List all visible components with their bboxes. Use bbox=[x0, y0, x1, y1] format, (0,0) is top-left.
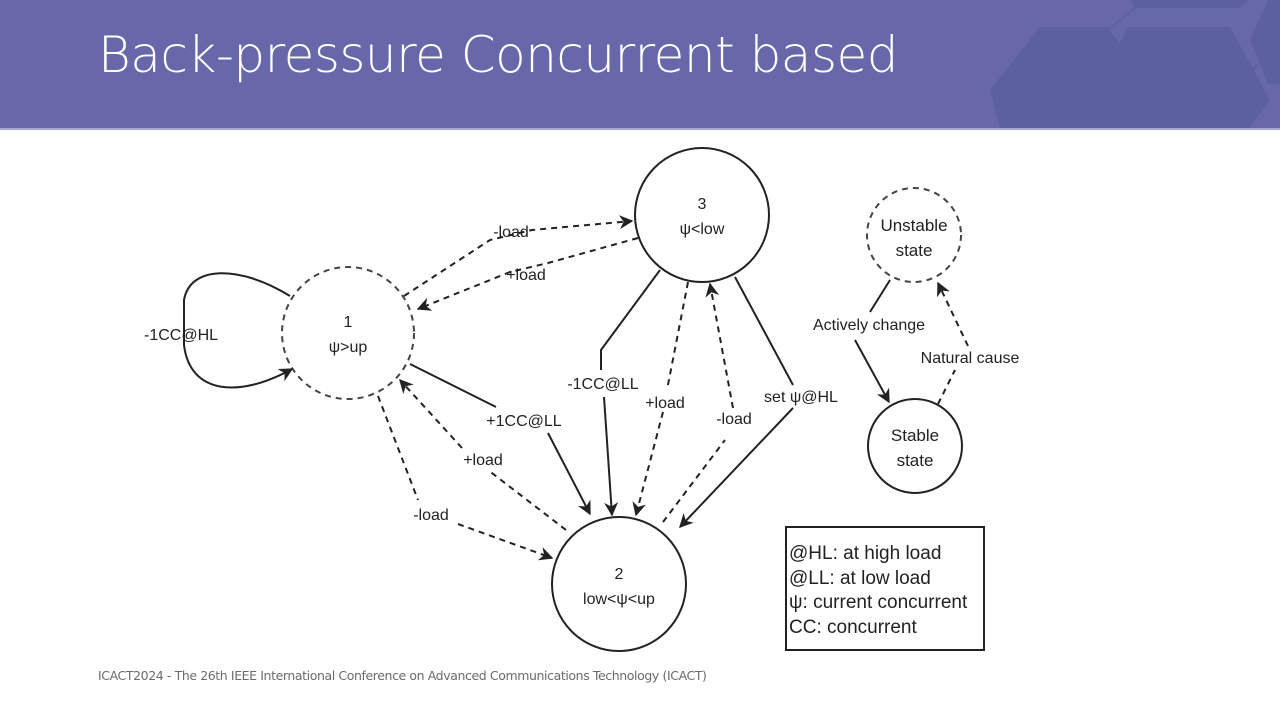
transition-actively-change bbox=[854, 279, 890, 402]
state-1[interactable]: 1 ψ>up bbox=[281, 266, 415, 400]
hexagon-shape bbox=[1250, 0, 1280, 84]
transition-1-to-2-dashed bbox=[377, 395, 552, 558]
state-2-condition: low<ψ<up bbox=[583, 591, 655, 608]
legend-item: CC: concurrent bbox=[789, 616, 917, 638]
state-3-condition: ψ<low bbox=[680, 221, 725, 238]
hexagon-shape bbox=[1131, 0, 1249, 8]
transition-2-to-1 bbox=[400, 380, 567, 531]
transition-3-to-1 bbox=[416, 237, 639, 311]
stable-label: Stable bbox=[891, 426, 939, 445]
key-stable-state: Stable state bbox=[867, 398, 963, 494]
state-2[interactable]: 2 low<ψ<up bbox=[551, 516, 687, 652]
hexagon-shape bbox=[1090, 27, 1270, 128]
state-3[interactable]: 3 ψ<low bbox=[634, 147, 770, 283]
state-1-condition: ψ>up bbox=[329, 339, 368, 356]
transition-3-to-2-set bbox=[680, 276, 794, 527]
slide-title: Back-pressure Concurrent based bbox=[98, 26, 899, 84]
transition-3-to-2-solid bbox=[601, 269, 661, 515]
label-natural-cause: Natural cause bbox=[921, 350, 1020, 367]
state-1-circle bbox=[281, 266, 415, 400]
key-unstable-state: Unstable state bbox=[866, 187, 962, 283]
label-load-2-1: +load bbox=[463, 452, 503, 469]
label-1cc-hl: -1CC@HL bbox=[144, 327, 218, 344]
state-3-number: 3 bbox=[698, 196, 707, 213]
state-3-circle bbox=[634, 147, 770, 283]
transition-3-to-2-dashed bbox=[636, 281, 689, 515]
state-2-number: 2 bbox=[615, 566, 624, 583]
label-1cc-ll-minus: -1CC@LL bbox=[567, 376, 638, 393]
stable-label-2: state bbox=[897, 451, 934, 470]
transition-1-self bbox=[183, 272, 294, 389]
state-2-circle bbox=[551, 516, 687, 652]
label-actively-change: Actively change bbox=[813, 317, 925, 334]
label-load-3-2: +load bbox=[645, 395, 685, 412]
legend-item: @LL: at low load bbox=[789, 567, 931, 589]
label-load-1-3: -load bbox=[493, 224, 529, 241]
label-load-3-1: +load bbox=[506, 267, 546, 284]
transition-natural-cause bbox=[938, 283, 969, 405]
transition-1-to-2-solid bbox=[409, 363, 590, 514]
label-load-1-2: -load bbox=[413, 507, 449, 524]
legend-item: ψ: current concurrent bbox=[789, 592, 968, 613]
header-divider bbox=[0, 128, 1280, 130]
state-1-number: 1 bbox=[344, 314, 353, 331]
label-load-2-3: -load bbox=[716, 411, 752, 428]
legend-item: @HL: at high load bbox=[789, 543, 942, 564]
unstable-label: Unstable bbox=[880, 216, 947, 235]
slide-footer: ICACT2024 - The 26th IEEE International … bbox=[98, 668, 707, 683]
label-1cc-ll-plus: +1CC@LL bbox=[486, 413, 561, 430]
unstable-label-2: state bbox=[896, 241, 933, 260]
transition-1-to-3 bbox=[403, 215, 634, 297]
label-set-hl: set ψ@HL bbox=[764, 389, 838, 406]
hexagon-shape bbox=[1128, 104, 1232, 128]
hexagon-pattern bbox=[990, 0, 1280, 128]
legend-box: @HL: at high load @LL: at low load ψ: cu… bbox=[785, 526, 985, 651]
slide-header: Back-pressure Concurrent based bbox=[0, 0, 1280, 128]
